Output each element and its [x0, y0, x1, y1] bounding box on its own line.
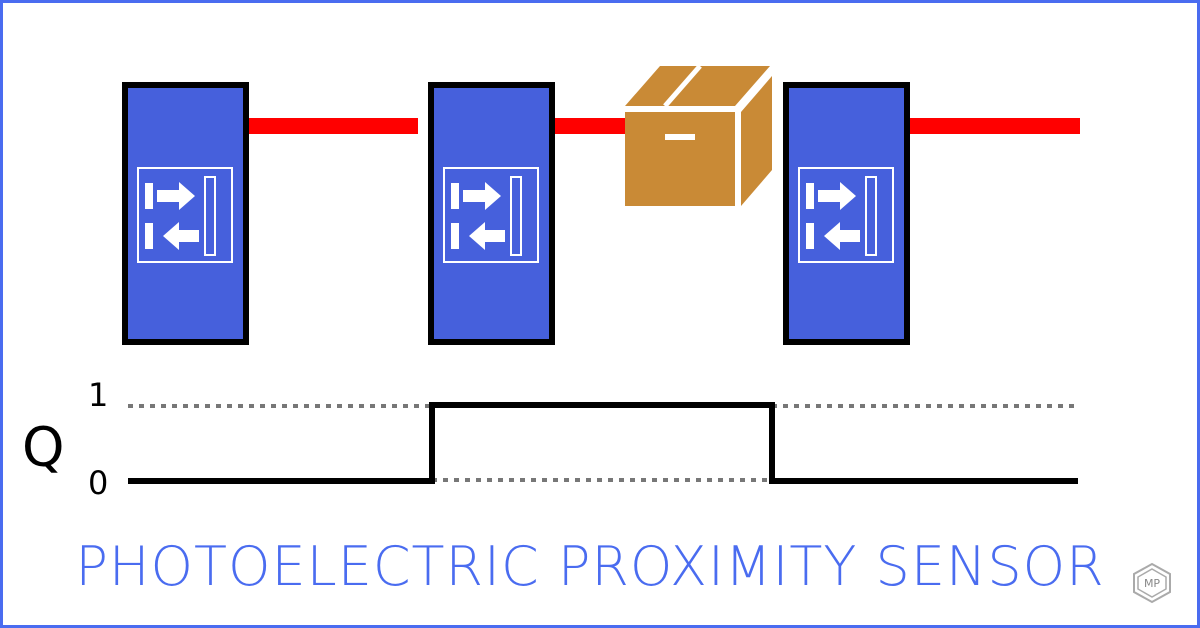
signal-high-label: 1	[88, 376, 108, 414]
sensor-icon	[783, 82, 910, 345]
cardboard-box-icon	[625, 64, 772, 208]
sensor-icon	[122, 82, 249, 345]
signal-waveform	[128, 402, 1078, 484]
light-beam-2	[552, 118, 632, 134]
hexagon-logo-icon: MP	[1133, 562, 1171, 604]
light-beam-3	[908, 118, 1080, 134]
light-beam-1	[246, 118, 418, 134]
signal-low-label: 0	[88, 464, 108, 502]
sensor-icon	[428, 82, 555, 345]
logo-text: MP	[1144, 577, 1160, 590]
diagram-title: PHOTOELECTRIC PROXIMITY SENSOR	[75, 535, 1104, 598]
signal-variable-label: Q	[22, 416, 65, 479]
